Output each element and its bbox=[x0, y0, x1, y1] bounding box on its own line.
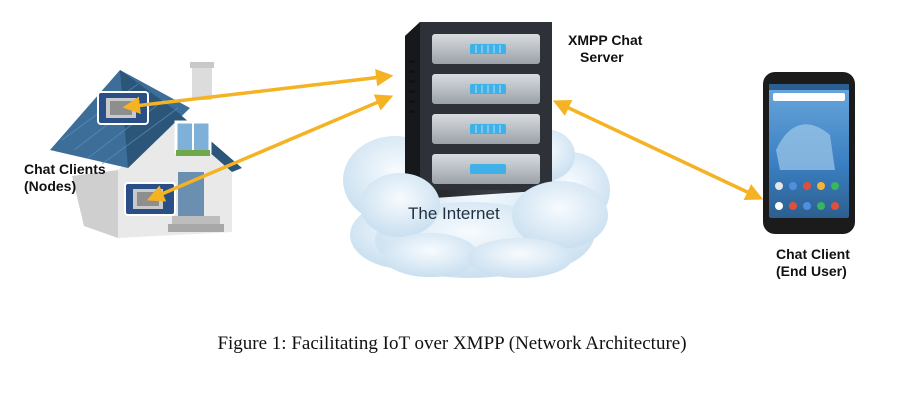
arrow-node1-server bbox=[122, 68, 394, 115]
server-label-line2: Server bbox=[580, 49, 624, 65]
server-rack-icon bbox=[405, 22, 552, 200]
chat-clients-label-line1: Chat Clients bbox=[24, 161, 106, 177]
smartphone-icon bbox=[763, 72, 855, 234]
server-label: XMPP Chat Server bbox=[568, 32, 688, 66]
end-user-label: Chat Client (End User) bbox=[776, 246, 886, 280]
arrow-server-phone bbox=[552, 100, 764, 200]
end-user-label-line2: (End User) bbox=[776, 263, 847, 279]
chat-clients-label-line2: (Nodes) bbox=[24, 178, 77, 194]
figure-caption: Figure 1: Facilitating IoT over XMPP (Ne… bbox=[217, 333, 687, 354]
end-user-label-line1: Chat Client bbox=[776, 246, 850, 262]
arrow-node2-server bbox=[146, 94, 394, 202]
server-label-line1: XMPP Chat bbox=[568, 32, 643, 48]
internet-label: The Internet bbox=[408, 204, 500, 223]
chat-clients-label: Chat Clients (Nodes) bbox=[24, 161, 134, 195]
connection-arrows bbox=[122, 68, 764, 202]
